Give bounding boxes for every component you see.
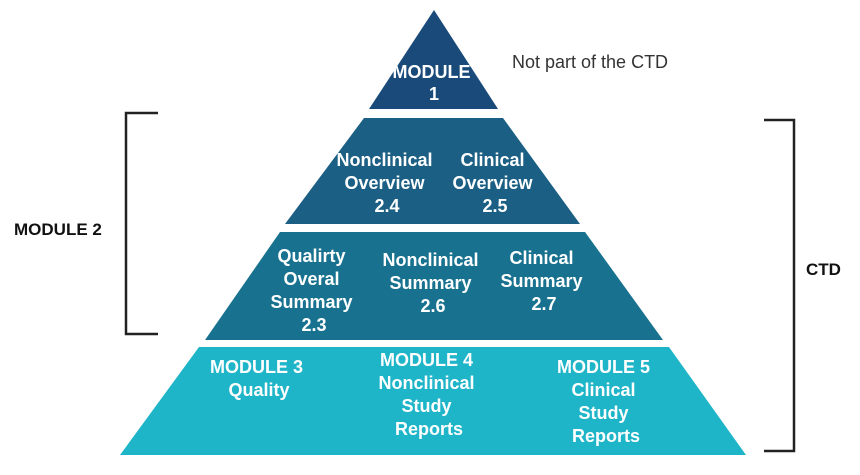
clinical-summary-label: Clinical Summary 2.7 <box>500 248 587 314</box>
pyramid-tier-modules-3-5 <box>120 347 746 455</box>
module-2-side-label: MODULE 2 <box>14 220 102 239</box>
ctd-side-label: CTD <box>806 260 841 279</box>
module-5-label: MODULE 5 Clinical Study Reports <box>557 357 655 446</box>
pyramid-tier-summaries <box>205 232 663 340</box>
clinical-overview-label: Clinical Overview 2.5 <box>452 150 537 216</box>
module-1-label: MODULE 1 <box>392 62 475 104</box>
nonclinical-summary-label: Nonclinical Summary 2.6 <box>382 250 483 316</box>
quality-overall-summary-label: Qualirty Overal Summary 2.3 <box>270 246 357 335</box>
ctd-bracket <box>764 118 796 453</box>
pyramid-tier-overviews <box>285 118 580 224</box>
nonclinical-overview-label: Nonclinical Overview 2.4 <box>336 150 437 216</box>
pyramid-tier-module-1 <box>369 10 498 109</box>
not-part-of-ctd-note: Not part of the CTD <box>512 52 668 72</box>
module-4-label: MODULE 4 Nonclinical Study Reports <box>378 350 479 439</box>
module-3-label: MODULE 3 Quality <box>210 357 308 400</box>
module-2-bracket <box>124 111 158 336</box>
